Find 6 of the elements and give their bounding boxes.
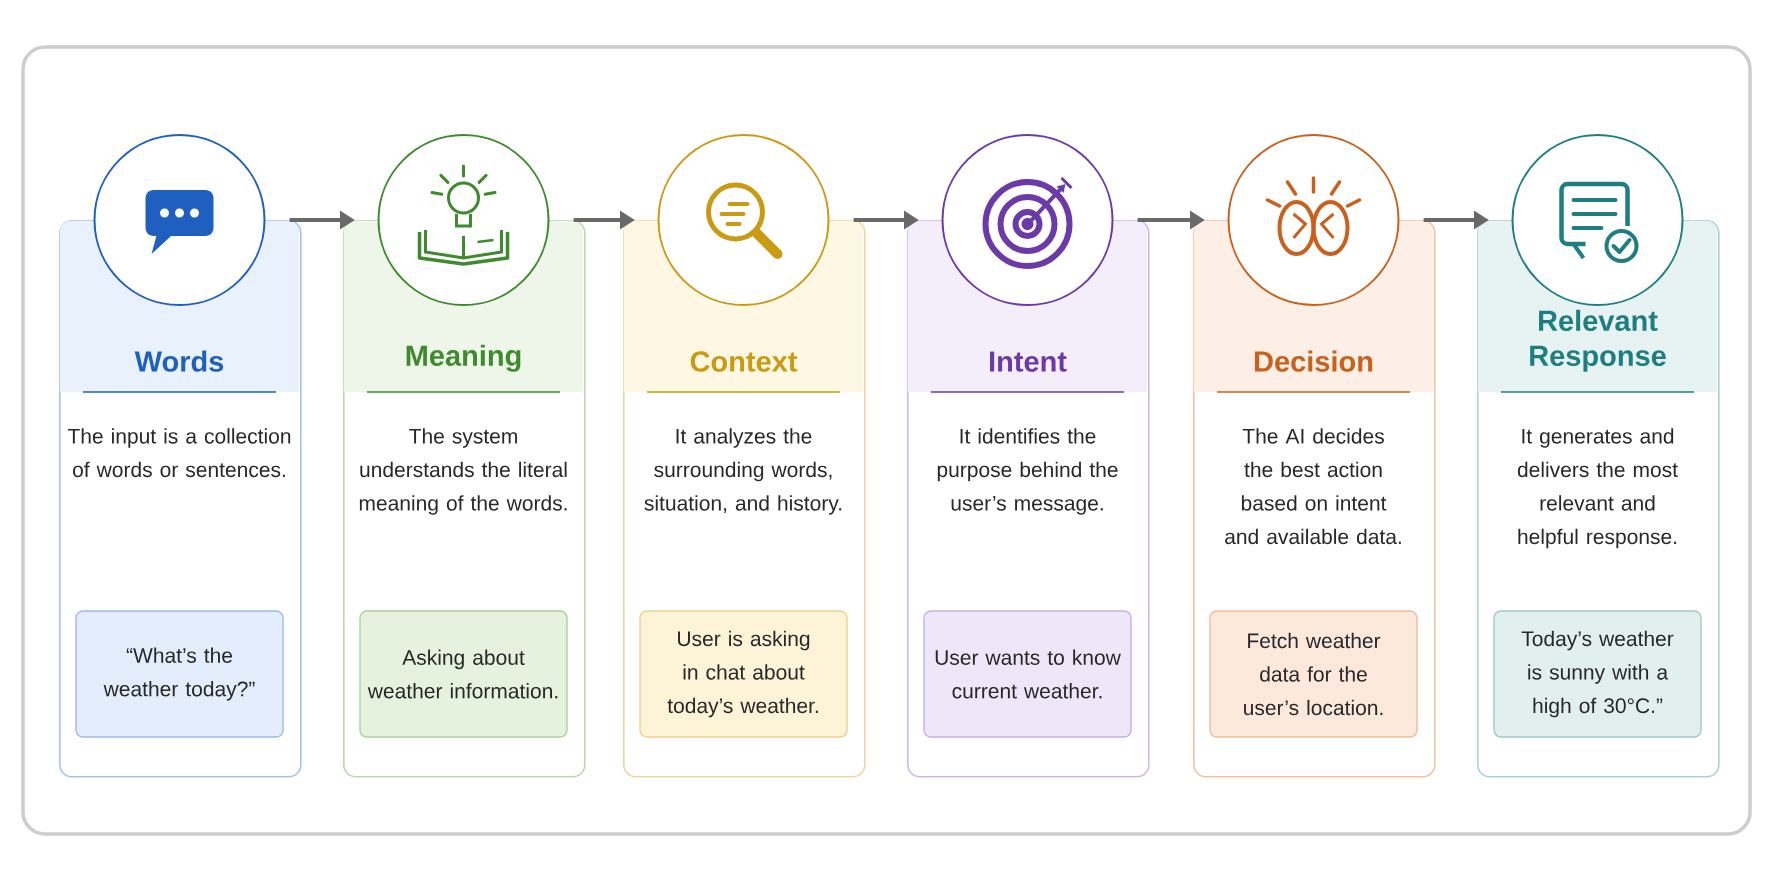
example-box: Fetch weather data for the user’s location.	[1209, 610, 1418, 738]
example-box: “What’s the weather today?”	[75, 610, 284, 738]
example-box: User wants to know current weather.	[923, 610, 1132, 738]
example-box: Asking about weather information.	[359, 610, 568, 738]
example-box: Today’s weather is sunny with a high of 30°C.”	[1493, 610, 1702, 738]
example-box: User is asking in chat about today’s weather.	[639, 610, 848, 738]
